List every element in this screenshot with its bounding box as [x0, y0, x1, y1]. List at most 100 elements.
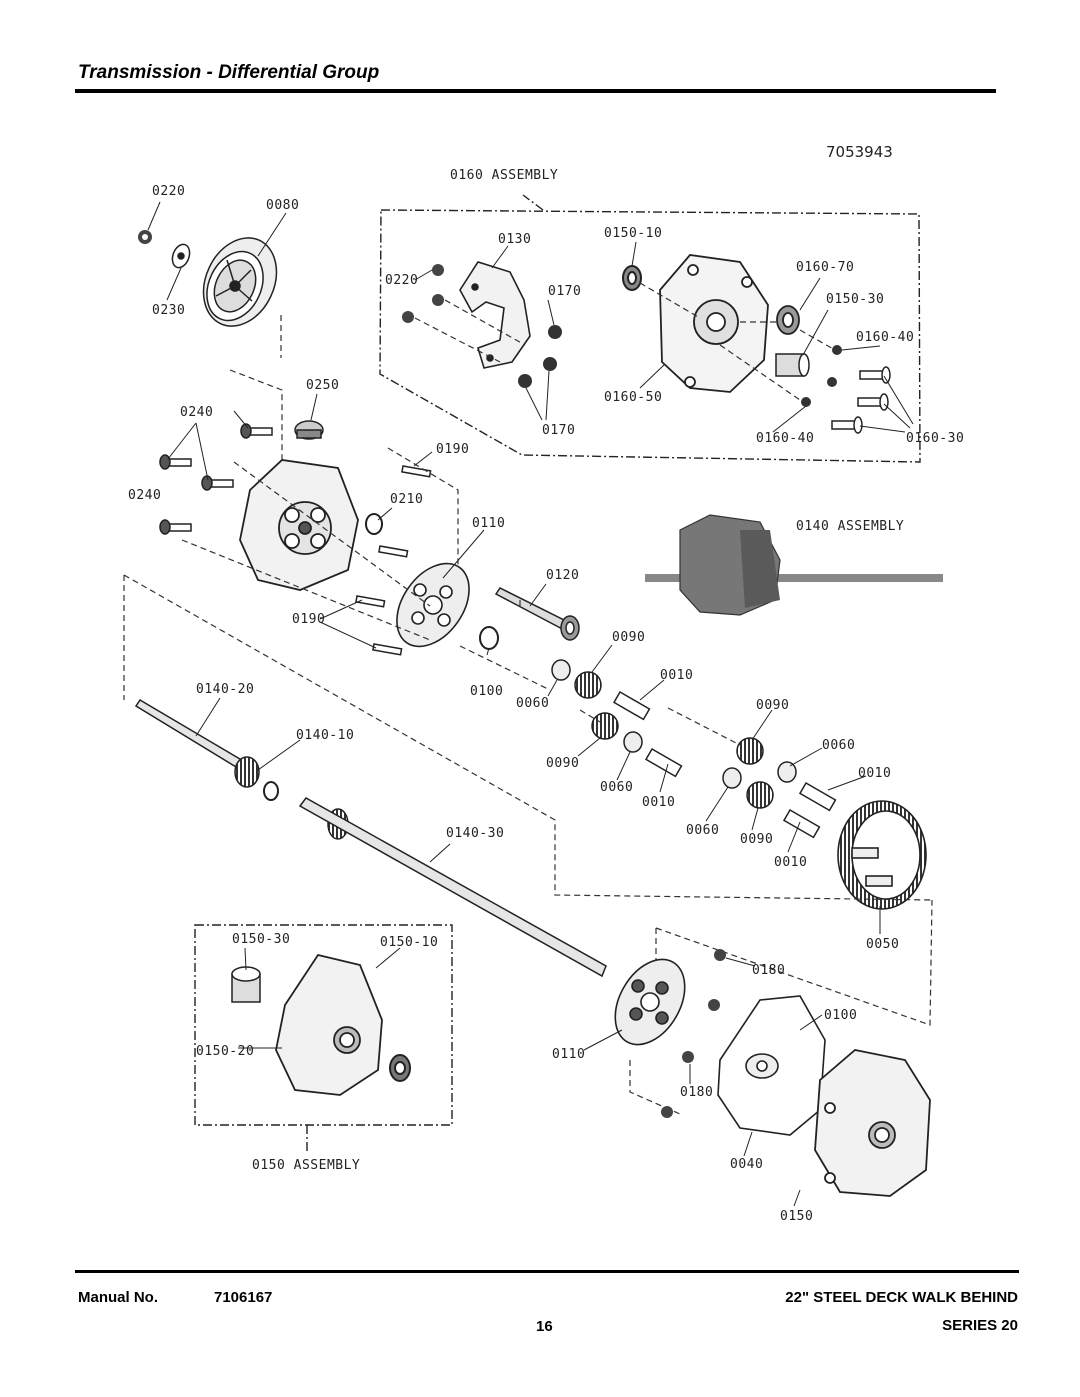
label-0160-assembly: 0160 ASSEMBLY — [450, 168, 559, 183]
snap-ring-0100 — [479, 626, 499, 650]
explode-lines-top — [229, 282, 836, 460]
bolts-0160-30 — [831, 366, 891, 434]
label-0220: 0220 — [152, 184, 186, 199]
label-0090-d: 0090 — [740, 832, 774, 847]
footer-rule — [75, 1270, 1019, 1273]
label-0130: 0130 — [498, 232, 532, 247]
label-0060-c: 0060 — [600, 780, 634, 795]
assembly-0140-illustration — [645, 514, 943, 616]
ring-gear-0050 — [837, 800, 927, 910]
assembly-0150-frame — [194, 924, 453, 1152]
label-0150: 0150 — [780, 1209, 814, 1224]
label-0210: 0210 — [390, 492, 424, 507]
label-0110-b: 0110 — [552, 1047, 586, 1062]
label-0120: 0120 — [546, 568, 580, 583]
washer-0210 — [365, 513, 383, 535]
pulley-0080 — [202, 237, 278, 327]
label-0150-10-b: 0150-10 — [380, 935, 439, 950]
label-0060-b: 0060 — [822, 738, 856, 753]
shaft-0120 — [494, 587, 580, 641]
bushing-0160-70 — [775, 353, 810, 377]
label-0240-b: 0240 — [128, 488, 162, 503]
label-0060-d: 0060 — [686, 823, 720, 838]
label-0060: 0060 — [516, 696, 550, 711]
label-0150-20: 0150-20 — [196, 1044, 255, 1059]
gears-0170 — [518, 325, 562, 388]
label-0160-40-b: 0160-40 — [756, 431, 815, 446]
label-0010-b: 0010 — [858, 766, 892, 781]
label-0140-30: 0140-30 — [446, 826, 505, 841]
bearing-0150-10 — [622, 265, 642, 291]
manual-label: Manual No. — [78, 1289, 159, 1306]
bracket-0130 — [459, 261, 531, 369]
gasket-0040 — [717, 995, 826, 1136]
label-0170-b: 0170 — [542, 423, 576, 438]
label-0090: 0090 — [612, 630, 646, 645]
label-0080: 0080 — [266, 198, 300, 213]
label-0160-40: 0160-40 — [856, 330, 915, 345]
leader-lines — [147, 201, 914, 1207]
spacers-0060 — [551, 659, 797, 789]
bushing-0150-30 — [231, 966, 261, 1003]
label-0190-b: 0190 — [292, 612, 326, 627]
housing-left — [239, 459, 359, 591]
title-rule — [75, 89, 996, 93]
page-number: 16 — [536, 1318, 553, 1335]
page-title: Transmission - Differential Group — [78, 62, 380, 83]
label-0040: 0040 — [730, 1157, 764, 1172]
housing-0150 — [814, 1049, 931, 1197]
label-0150-assembly: 0150 ASSEMBLY — [252, 1158, 361, 1173]
nuts-0220 — [402, 264, 444, 323]
nut-0220 — [138, 230, 152, 244]
label-0010-c: 0010 — [642, 795, 676, 810]
label-0050: 0050 — [866, 937, 900, 952]
nuts-0180 — [661, 949, 726, 1118]
explode-lines-main — [123, 447, 933, 1115]
washers-0160-40 — [801, 345, 842, 407]
seal-0150-10 — [389, 1054, 411, 1082]
label-0190: 0190 — [436, 442, 470, 457]
label-0140-assembly: 0140 ASSEMBLY — [796, 519, 905, 534]
carrier-plate-0110-lower — [614, 958, 686, 1046]
label-0150-30: 0150-30 — [826, 292, 885, 307]
label-0250: 0250 — [306, 378, 340, 393]
plug-0250 — [294, 420, 324, 440]
label-0180-b: 0180 — [680, 1085, 714, 1100]
label-0010-d: 0010 — [774, 855, 808, 870]
gears-0090 — [574, 671, 774, 809]
series-label: SERIES 20 — [942, 1317, 1018, 1334]
label-0090-b: 0090 — [756, 698, 790, 713]
label-0100: 0100 — [470, 684, 504, 699]
label-0090-c: 0090 — [546, 756, 580, 771]
label-0140-10: 0140-10 — [296, 728, 355, 743]
label-0140-20: 0140-20 — [196, 682, 255, 697]
housing-0160-50 — [659, 254, 769, 393]
bearing-0150-30 — [776, 305, 800, 335]
ring-0140-10 — [263, 781, 279, 801]
pins-0010 — [612, 690, 837, 839]
housing-0150-20 — [275, 953, 383, 1096]
axle-0140-30 — [298, 797, 607, 978]
label-0010: 0010 — [660, 668, 694, 683]
washer-0230 — [171, 243, 191, 269]
bolts-0240 — [159, 423, 273, 535]
axle-0140-20 — [134, 698, 260, 788]
figure-id: 7053943 — [826, 143, 893, 161]
label-0160-50: 0160-50 — [604, 390, 663, 405]
carrier-plate-0110 — [396, 562, 470, 648]
label-0170: 0170 — [548, 284, 582, 299]
product-name: 22" STEEL DECK WALK BEHIND — [785, 1289, 1018, 1306]
label-0160-30: 0160-30 — [906, 431, 965, 446]
label-0110: 0110 — [472, 516, 506, 531]
label-0220-b: 0220 — [385, 273, 419, 288]
label-0150-10: 0150-10 — [604, 226, 663, 241]
label-0100-b: 0100 — [824, 1008, 858, 1023]
manual-number: 7106167 — [214, 1289, 273, 1306]
label-0160-70: 0160-70 — [796, 260, 855, 275]
assembly-0160-frame — [379, 194, 921, 463]
label-0180: 0180 — [752, 963, 786, 978]
label-0150-30-b: 0150-30 — [232, 932, 291, 947]
label-0230: 0230 — [152, 303, 186, 318]
label-0240: 0240 — [180, 405, 214, 420]
